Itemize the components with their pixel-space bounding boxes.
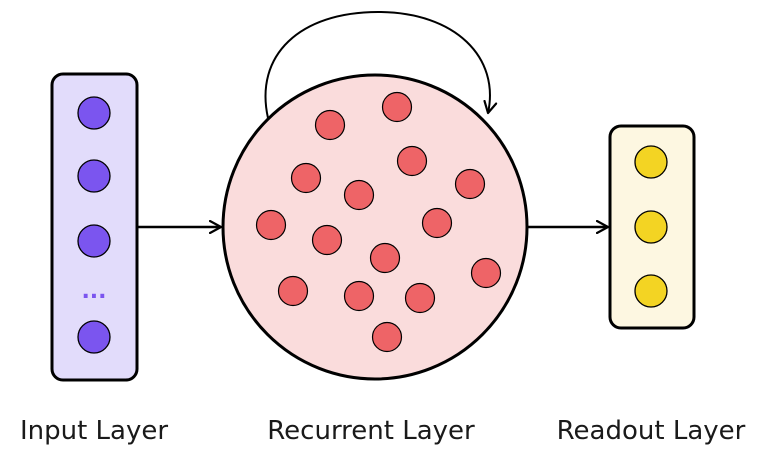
readout-layer-label: Readout Layer	[556, 416, 746, 446]
readout-node	[634, 274, 668, 308]
input-node	[77, 224, 111, 258]
input-ellipsis: ...	[81, 279, 106, 304]
recurrent-nodes	[255, 91, 502, 353]
recurrent-node	[371, 321, 403, 353]
recurrent-node	[470, 257, 502, 289]
recurrent-node	[343, 280, 375, 312]
recurrent-node	[454, 168, 486, 200]
input-node	[77, 320, 111, 354]
recurrent-self-loop-arrow	[264, 10, 490, 119]
recurrent-node	[311, 224, 343, 256]
input-node	[77, 96, 111, 130]
recurrent-node	[290, 162, 322, 194]
input-layer-label: Input Layer	[19, 416, 169, 446]
recurrent-node	[404, 282, 436, 314]
recurrent-node	[255, 209, 287, 241]
readout-node	[634, 145, 668, 179]
recurrent-node	[343, 179, 375, 211]
recurrent-node	[381, 91, 413, 123]
input-node	[77, 159, 111, 193]
recurrent-node	[277, 275, 309, 307]
recurrent-node	[421, 207, 453, 239]
recurrent-node	[396, 145, 428, 177]
readout-node	[634, 210, 668, 244]
recurrent-node	[369, 242, 401, 274]
recurrent-layer-label: Recurrent Layer	[267, 416, 475, 446]
recurrent-node	[314, 109, 346, 141]
